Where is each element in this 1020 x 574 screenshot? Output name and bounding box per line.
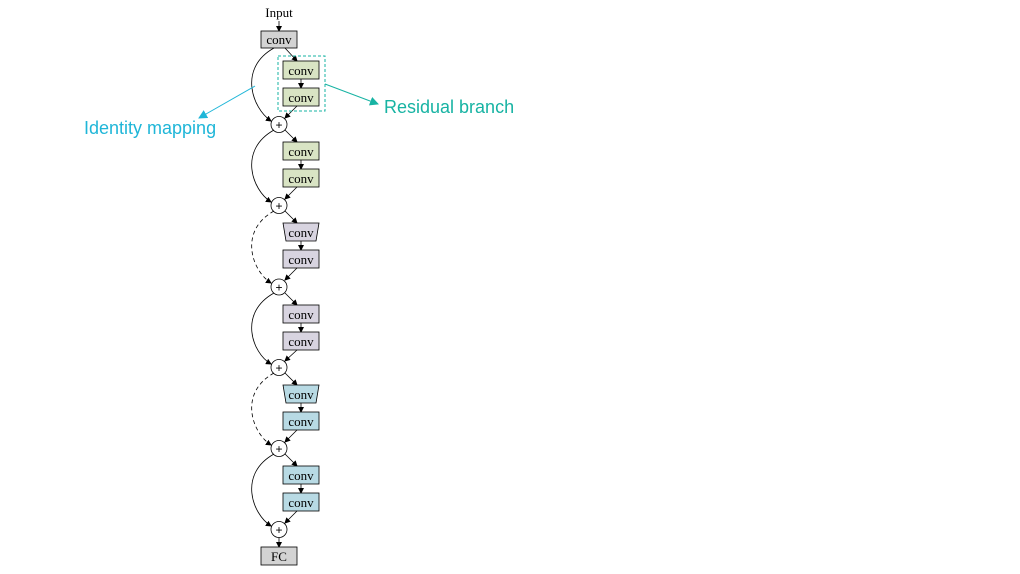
residual-branch-label: Residual branch bbox=[384, 97, 514, 117]
add-symbol: + bbox=[275, 523, 282, 537]
conv-label: conv bbox=[288, 468, 314, 483]
add-node bbox=[270, 116, 288, 133]
conv-label: conv bbox=[288, 144, 314, 159]
identity-mapping-label: Identity mapping bbox=[84, 118, 216, 138]
branch-in-arrow bbox=[284, 47, 298, 62]
identity-shortcut bbox=[251, 47, 275, 122]
fc-box bbox=[260, 546, 298, 566]
projection-shortcut bbox=[251, 210, 275, 284]
identity-mapping-pointer bbox=[198, 85, 256, 119]
conv-box bbox=[282, 168, 320, 188]
input-label: Input bbox=[265, 5, 293, 20]
conv-label: conv bbox=[288, 63, 314, 78]
identity-shortcut bbox=[251, 453, 275, 527]
branch-in-arrow bbox=[284, 210, 298, 224]
branch-out-arrow bbox=[284, 349, 298, 362]
conv-label: conv bbox=[288, 225, 314, 240]
identity-shortcut bbox=[251, 129, 275, 203]
add-symbol: + bbox=[275, 199, 282, 213]
branch-in-arrow bbox=[284, 129, 298, 143]
residual-block-1: conv conv + bbox=[251, 47, 320, 133]
branch-out-arrow bbox=[284, 429, 298, 443]
add-node bbox=[270, 359, 288, 376]
conv-label: conv bbox=[288, 334, 314, 349]
conv-label: conv bbox=[288, 387, 314, 402]
add-node bbox=[270, 440, 288, 457]
add-node bbox=[270, 278, 288, 296]
branch-out-arrow bbox=[284, 267, 298, 281]
conv-label: conv bbox=[288, 90, 314, 105]
residual-branch-pointer bbox=[324, 83, 379, 106]
fc-layer: FC bbox=[260, 546, 298, 566]
conv-box bbox=[282, 492, 320, 512]
conv-label: conv bbox=[288, 307, 314, 322]
fc-label: FC bbox=[271, 549, 287, 564]
residual-branch-highlight bbox=[277, 55, 326, 112]
branch-in-arrow bbox=[284, 453, 298, 467]
stem-conv-label: conv bbox=[266, 32, 292, 47]
stem-conv-box bbox=[260, 30, 298, 49]
residual-block-3: conv conv + bbox=[251, 210, 320, 296]
add-symbol: + bbox=[275, 281, 282, 295]
branch-in-arrow bbox=[284, 292, 298, 306]
branch-out-arrow bbox=[284, 510, 298, 524]
conv-box bbox=[282, 249, 320, 269]
residual-block-6: conv conv + bbox=[251, 453, 320, 538]
identity-shortcut bbox=[251, 292, 275, 365]
residual-block-5: conv conv + bbox=[251, 372, 320, 457]
branch-in-arrow bbox=[284, 372, 298, 386]
downsample-conv-box bbox=[282, 222, 320, 242]
conv-label: conv bbox=[288, 414, 314, 429]
add-symbol: + bbox=[275, 118, 282, 132]
add-node bbox=[270, 197, 288, 214]
conv-box bbox=[282, 87, 320, 107]
stem-conv: conv bbox=[260, 30, 298, 49]
conv-label: conv bbox=[288, 495, 314, 510]
conv-label: conv bbox=[288, 252, 314, 267]
add-symbol: + bbox=[275, 442, 282, 456]
conv-box bbox=[282, 331, 320, 351]
branch-out-arrow bbox=[284, 105, 298, 119]
add-symbol: + bbox=[275, 361, 282, 375]
downsample-conv-box bbox=[282, 384, 320, 404]
conv-label: conv bbox=[288, 171, 314, 186]
conv-box bbox=[282, 411, 320, 431]
branch-out-arrow bbox=[284, 186, 298, 200]
residual-block-2: conv conv + bbox=[251, 129, 320, 214]
projection-shortcut bbox=[251, 372, 275, 446]
residual-block-4: conv conv + bbox=[251, 292, 320, 376]
